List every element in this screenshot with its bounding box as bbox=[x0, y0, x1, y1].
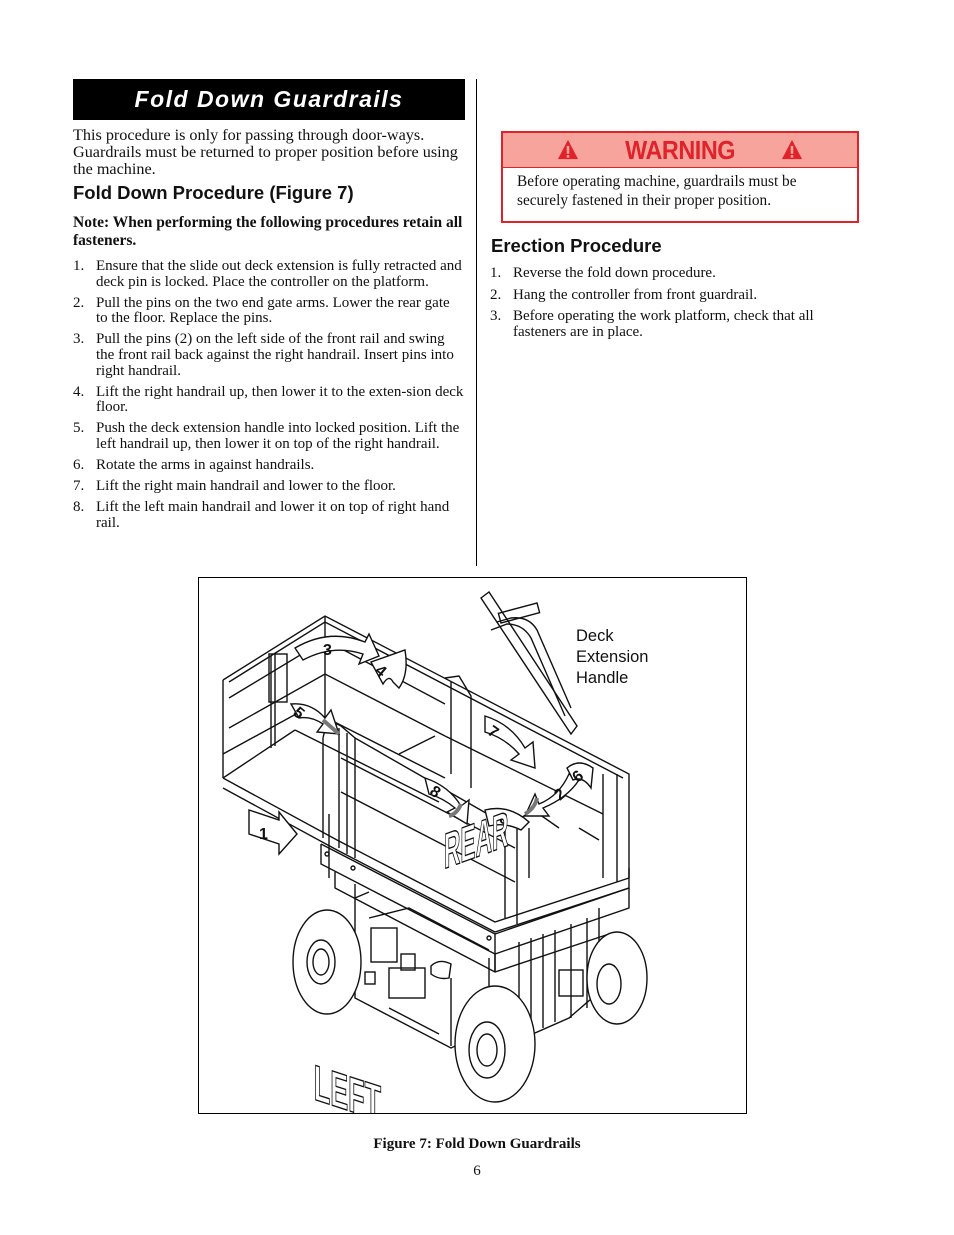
section-title-bar: Fold Down Guardrails bbox=[73, 79, 465, 120]
arrow-marker-1 bbox=[248, 809, 298, 856]
list-item: 5. Push the deck extension handle into lo… bbox=[73, 420, 465, 452]
step-text: Lift the right main handrail and lower t… bbox=[96, 478, 396, 495]
erection-procedure-heading: Erection Procedure bbox=[491, 235, 662, 256]
step-number: 1. bbox=[490, 265, 502, 281]
step-text: Lift the right handrail up, then lower i… bbox=[96, 383, 464, 416]
step-number: 4. bbox=[73, 383, 85, 400]
section-title: Fold Down Guardrails bbox=[134, 86, 404, 112]
step-marker-3: 3 bbox=[323, 642, 332, 659]
list-item: 3. Before operating the work platform, ch… bbox=[490, 308, 860, 340]
list-item: 2. Hang the controller from front guardra… bbox=[490, 287, 860, 303]
warning-text: Before operating machine, guardrails mus… bbox=[517, 173, 797, 209]
step-number: 6. bbox=[73, 457, 85, 474]
step-text: Hang the controller from front guardrail… bbox=[513, 286, 758, 303]
page-number: 6 bbox=[473, 1163, 481, 1179]
warning-triangle-icon bbox=[557, 139, 578, 160]
step-number: 2. bbox=[490, 286, 502, 303]
column-divider bbox=[476, 79, 477, 566]
step-number: 3. bbox=[490, 308, 502, 324]
arrow-marker-3 bbox=[294, 632, 380, 666]
step-text: Ensure that the slide out deck extension… bbox=[96, 258, 462, 290]
step-number: 5. bbox=[73, 420, 85, 437]
step-number: 8. bbox=[73, 499, 85, 516]
arrow-marker-4 bbox=[369, 649, 407, 690]
warning-box: WARNING Before operating machine, guardr… bbox=[501, 131, 859, 223]
warning-triangle-icon bbox=[781, 139, 803, 160]
step-text: Push the deck extension handle into lock… bbox=[96, 420, 460, 452]
callout-line: Deck bbox=[576, 627, 614, 645]
scissor-lift-illustration: 1 3 4 5 7 8 6 2 6 LEFT REAR bbox=[222, 590, 648, 1113]
platform-guardrails bbox=[222, 615, 630, 933]
list-item: 2. Pull the pins on the two end gate arms… bbox=[73, 294, 465, 327]
deck-extension-handle-callout: Deck Extension Handle bbox=[576, 626, 648, 689]
list-item: 8. Lift the left main handrail and lower … bbox=[73, 499, 465, 531]
step-text: Lift the left main handrail and lower it… bbox=[96, 499, 450, 531]
arrow-marker-6b bbox=[566, 762, 594, 791]
step-number: 3. bbox=[73, 331, 85, 348]
intro-paragraph: This procedure is only for passing throu… bbox=[73, 126, 458, 178]
step-text: Pull the pins on the two end gate arms. … bbox=[96, 294, 450, 327]
callout-line: Extension bbox=[576, 648, 649, 666]
deck-extension-handle bbox=[480, 590, 578, 736]
figure-caption: Figure 7: Fold Down Guardrails bbox=[373, 1136, 581, 1152]
fasteners-note: Note: When performing the following proc… bbox=[73, 214, 463, 249]
step-marker-1: 1 bbox=[259, 826, 268, 843]
list-item: 7. Lift the right main handrail and lower… bbox=[73, 479, 465, 495]
arrow-marker-2 bbox=[523, 772, 580, 817]
step-arrows bbox=[248, 632, 594, 856]
list-item: 1. Reverse the fold down procedure. bbox=[490, 265, 860, 281]
fold-steps-list: 1. Ensure that the slide out deck extensi… bbox=[73, 258, 465, 537]
erection-steps-list: 1. Reverse the fold down procedure. 2. Han… bbox=[490, 265, 860, 346]
step-marker-6: 6 bbox=[499, 811, 508, 828]
step-text: Rotate the arms in against handrails. bbox=[96, 457, 315, 474]
figure-frame: 1 3 4 5 7 8 6 2 6 LEFT REAR bbox=[198, 577, 747, 1114]
step-text: Before operating the work platform, chec… bbox=[513, 308, 814, 340]
list-item: 6. Rotate the arms in against handrails. bbox=[73, 457, 465, 474]
callout-line: Handle bbox=[576, 669, 629, 687]
step-number: 2. bbox=[73, 294, 85, 311]
arrow-marker-7 bbox=[484, 715, 536, 769]
warning-header: WARNING bbox=[503, 133, 857, 168]
step-number: 1. bbox=[73, 258, 85, 274]
step-text: Pull the pins (2) on the left side of th… bbox=[96, 331, 454, 379]
step-number: 7. bbox=[73, 478, 85, 495]
arrow-marker-6 bbox=[484, 807, 531, 831]
list-item: 1. Ensure that the slide out deck extensi… bbox=[73, 258, 465, 290]
left-side-label: LEFT bbox=[314, 1055, 381, 1113]
step-text: Reverse the fold down procedure. bbox=[513, 265, 716, 281]
fold-procedure-heading: Fold Down Procedure (Figure 7) bbox=[73, 182, 354, 203]
list-item: 4. Lift the right handrail up, then lower… bbox=[73, 383, 465, 416]
wheels bbox=[292, 909, 648, 1103]
arrow-marker-5 bbox=[289, 703, 341, 735]
warning-title: WARNING bbox=[625, 134, 735, 165]
list-item: 3. Pull the pins (2) on the left side of … bbox=[73, 332, 465, 379]
